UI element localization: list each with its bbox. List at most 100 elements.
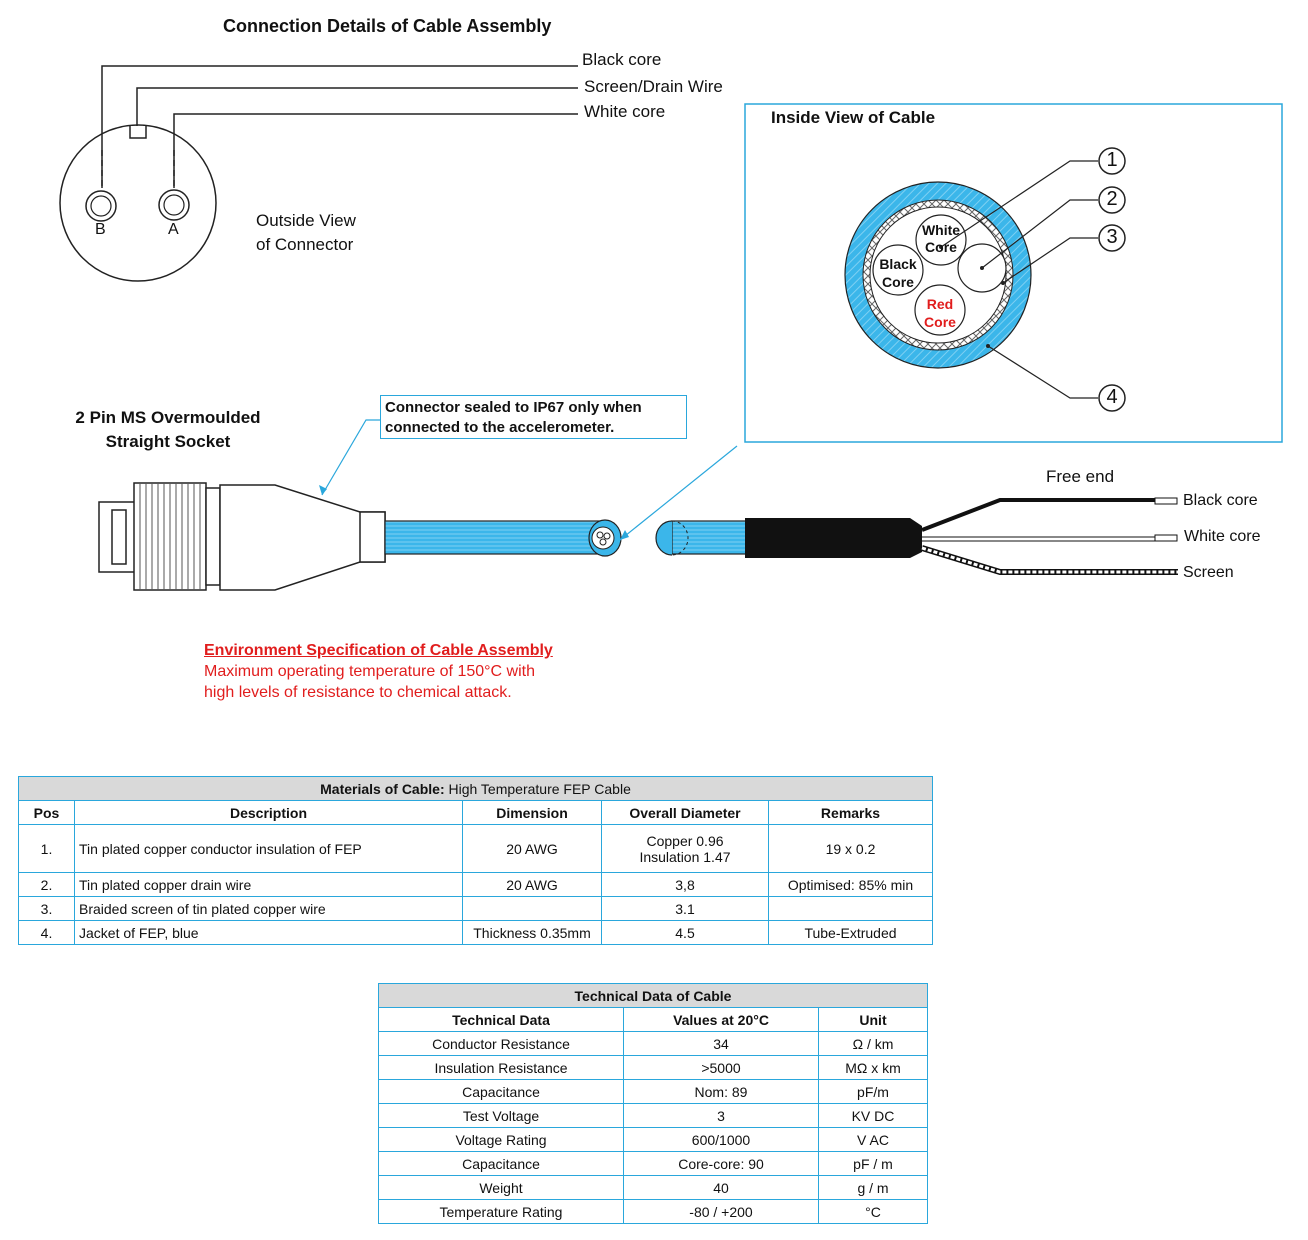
red-core-label: Red Core bbox=[917, 295, 963, 331]
red-core-line1: Red bbox=[926, 296, 954, 312]
table-row: 1. Tin plated copper conductor insulatio… bbox=[18, 824, 933, 873]
cell-unit: V AC bbox=[818, 1127, 928, 1152]
callout-3-icon bbox=[1098, 224, 1126, 252]
seal-note-line1: Connector sealed to IP67 only when bbox=[385, 399, 642, 416]
callout-2-label: 2 bbox=[1106, 188, 1118, 210]
callout-leaders bbox=[940, 160, 1098, 399]
outside-view-line2: of Connector bbox=[256, 235, 354, 254]
wire-label-black-core: Black core bbox=[582, 50, 662, 69]
cell-value: 40 bbox=[623, 1175, 819, 1200]
wire-label-white-core: White core bbox=[584, 102, 666, 121]
cell-pos: 3. bbox=[18, 896, 75, 921]
cell-description: Tin plated copper conductor insulation o… bbox=[74, 824, 463, 873]
cell-unit: °C bbox=[818, 1199, 928, 1224]
col-values: Values at 20°C bbox=[623, 1007, 819, 1032]
socket-title: 2 Pin MS Overmoulded Straight Socket bbox=[60, 406, 276, 454]
outside-view-line1: Outside View bbox=[256, 211, 356, 230]
cell-value: >5000 bbox=[623, 1055, 819, 1080]
callout-2-icon bbox=[1098, 186, 1126, 214]
black-core-label: Black Core bbox=[875, 255, 921, 291]
cell-unit: KV DC bbox=[818, 1103, 928, 1128]
connector-face bbox=[59, 124, 217, 282]
col-technical-data: Technical Data bbox=[378, 1007, 624, 1032]
cell-description: Tin plated copper drain wire bbox=[74, 872, 463, 897]
free-end-label: Free end bbox=[1046, 467, 1115, 486]
cell-diameter-line2: Insulation 1.47 bbox=[639, 848, 731, 865]
cable-cross-section bbox=[844, 181, 1032, 369]
environment-line1: Maximum operating temperature of 150°C w… bbox=[204, 663, 535, 680]
white-core-icon bbox=[915, 214, 967, 266]
cell-value: 34 bbox=[623, 1031, 819, 1056]
table-row: 3. Braided screen of tin plated copper w… bbox=[18, 896, 933, 921]
red-core-icon bbox=[914, 284, 966, 336]
cell-diameter: 3.1 bbox=[601, 896, 769, 921]
col-description: Description bbox=[74, 800, 463, 825]
cell-description: Braided screen of tin plated copper wire bbox=[74, 896, 463, 921]
cell-unit: pF/m bbox=[818, 1079, 928, 1104]
cell-name: Conductor Resistance bbox=[378, 1031, 624, 1056]
callout-4-label: 4 bbox=[1106, 386, 1118, 408]
col-unit: Unit bbox=[818, 1007, 928, 1032]
inside-view-title: Inside View of Cable bbox=[771, 108, 936, 127]
cell-description: Jacket of FEP, blue bbox=[74, 920, 463, 945]
environment-spec: Environment Specification of Cable Assem… bbox=[204, 640, 553, 703]
cell-name: Weight bbox=[378, 1175, 624, 1200]
connection-details-title: Connection Details of Cable Assembly bbox=[223, 16, 552, 36]
callout-1-icon bbox=[1098, 147, 1126, 175]
cell-unit: Ω / km bbox=[818, 1031, 928, 1056]
white-core-line1: White bbox=[921, 222, 961, 238]
seal-note-text: Connector sealed to IP67 only when conne… bbox=[385, 398, 642, 438]
white-core-line2: Core bbox=[925, 239, 957, 255]
cell-name: Temperature Rating bbox=[378, 1199, 624, 1224]
black-core-icon bbox=[872, 244, 924, 296]
cell-pos: 1. bbox=[18, 824, 75, 873]
heat-shrink bbox=[745, 518, 922, 558]
cell-remarks bbox=[768, 896, 933, 921]
col-pos: Pos bbox=[18, 800, 75, 825]
free-end-black-core: Black core bbox=[1183, 492, 1258, 509]
cell-value: Nom: 89 bbox=[623, 1079, 819, 1104]
red-core-line2: Core bbox=[924, 314, 956, 330]
white-core-label: White Core bbox=[918, 222, 964, 256]
cell-name: Capacitance bbox=[378, 1151, 624, 1176]
pin-a-label: A bbox=[168, 221, 179, 238]
connector-wires bbox=[101, 65, 578, 188]
cell-name: Insulation Resistance bbox=[378, 1055, 624, 1080]
inside-view-leader bbox=[619, 445, 738, 541]
cell-unit: MΩ x km bbox=[818, 1055, 928, 1080]
pin-b-label: B bbox=[95, 221, 106, 238]
cell-value: 600/1000 bbox=[623, 1127, 819, 1152]
technical-caption: Technical Data of Cable bbox=[378, 983, 928, 1008]
cell-remarks: Tube-Extruded bbox=[768, 920, 933, 945]
col-remarks: Remarks bbox=[768, 800, 933, 825]
cell-dimension bbox=[462, 896, 602, 921]
cable-jacket-left bbox=[384, 520, 608, 555]
cell-value: Core-core: 90 bbox=[623, 1151, 819, 1176]
cell-dimension: 20 AWG bbox=[462, 872, 602, 897]
outside-view-label: Outside View of Connector bbox=[256, 209, 356, 257]
inside-view-frame bbox=[744, 103, 1283, 443]
seal-note-leader bbox=[321, 419, 380, 496]
free-end-wires bbox=[921, 497, 1178, 575]
table-row: 4. Jacket of FEP, blue Thickness 0.35mm … bbox=[18, 920, 933, 945]
callout-circles bbox=[1098, 147, 1126, 412]
cell-value: 3 bbox=[623, 1103, 819, 1128]
black-core-line2: Core bbox=[882, 274, 914, 290]
col-dimension: Dimension bbox=[462, 800, 602, 825]
free-end-screen: Screen bbox=[1183, 564, 1234, 581]
cell-name: Capacitance bbox=[378, 1079, 624, 1104]
seal-note-line2: connected to the accelerometer. bbox=[385, 419, 615, 436]
black-core-line1: Black bbox=[879, 256, 917, 272]
cable-assembly-drawing bbox=[59, 65, 1283, 591]
callout-4-icon bbox=[1098, 384, 1126, 412]
environment-line2: high levels of resistance to chemical at… bbox=[204, 684, 512, 701]
cell-remarks: 19 x 0.2 bbox=[768, 824, 933, 873]
socket-side-view bbox=[98, 482, 386, 591]
materials-caption: Materials of Cable: High Temperature FEP… bbox=[18, 776, 933, 801]
